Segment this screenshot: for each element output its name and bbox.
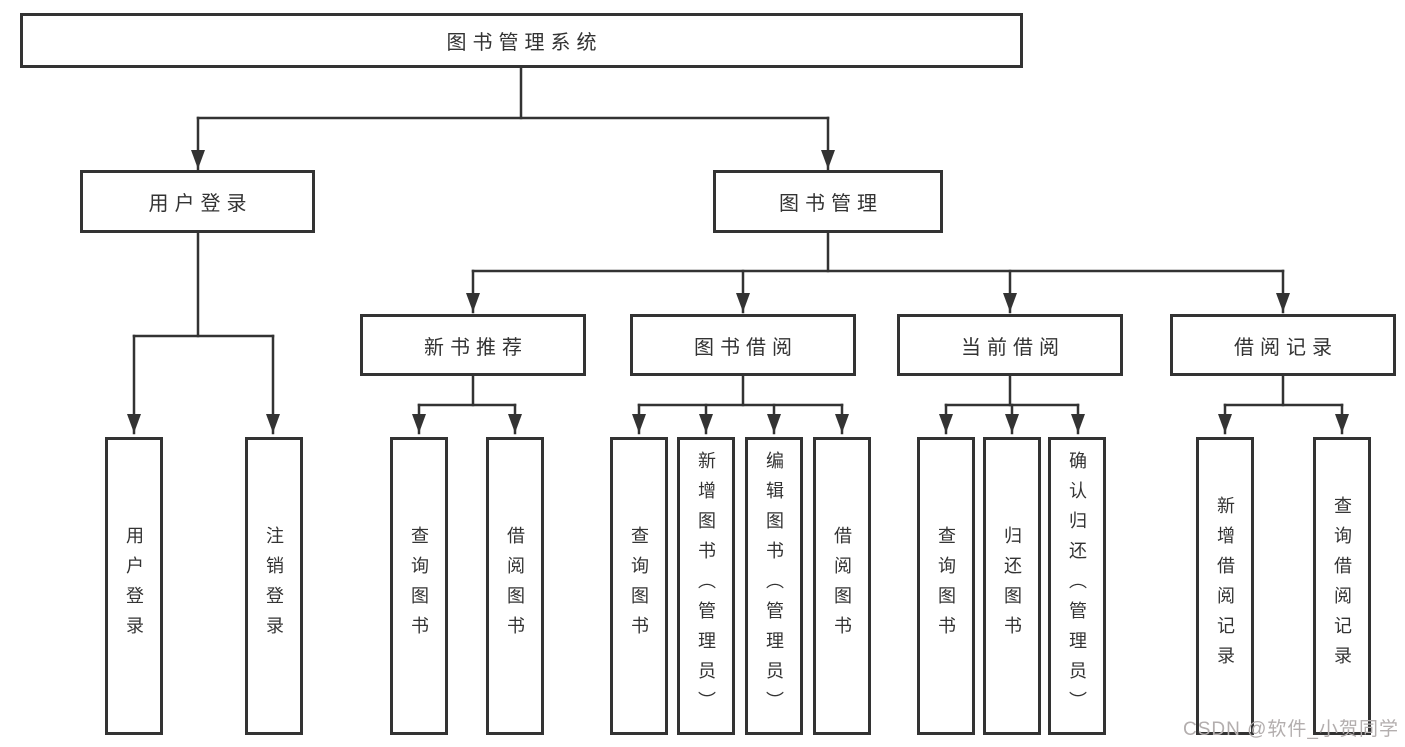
- node-user-login: 用户登录: [80, 170, 315, 233]
- node-root-label: 图书管理系统: [446, 32, 603, 54]
- node-root: 图书管理系统: [20, 13, 1023, 68]
- node-book-borrow: 图书借阅: [630, 314, 856, 376]
- leaf-current-query-book: 查询图书: [917, 437, 975, 735]
- node-user-login-label: 用户登录: [148, 193, 253, 215]
- node-new-book-recommend: 新书推荐: [360, 314, 586, 376]
- leaf-newbooks-query-book: 查询图书: [390, 437, 448, 735]
- node-borrow-records-label: 借阅记录: [1234, 336, 1338, 359]
- leaf-records-add-record: 新增借阅记录: [1196, 437, 1254, 735]
- leaf-borrow-query-book-label: 查询图书: [629, 526, 649, 646]
- leaf-records-add-record-label: 新增借阅记录: [1215, 496, 1235, 676]
- node-current-borrow-label: 当前借阅: [961, 336, 1065, 359]
- node-book-management: 图书管理: [713, 170, 943, 233]
- leaf-current-confirm-return-admin-label: 确认归还（管理员）: [1067, 451, 1087, 721]
- leaf-current-query-book-label: 查询图书: [936, 526, 956, 646]
- node-new-book-recommend-label: 新书推荐: [424, 336, 528, 359]
- leaf-newbooks-borrow-book-label: 借阅图书: [505, 526, 525, 646]
- leaf-current-return-book-label: 归还图书: [1002, 526, 1022, 646]
- leaf-user-login-label: 用户登录: [124, 526, 144, 646]
- leaf-newbooks-query-book-label: 查询图书: [409, 526, 429, 646]
- leaf-borrow-borrow-book: 借阅图书: [813, 437, 871, 735]
- leaf-borrow-add-book-admin-label: 新增图书（管理员）: [696, 451, 716, 721]
- leaf-borrow-add-book-admin: 新增图书（管理员）: [677, 437, 735, 735]
- node-borrow-records: 借阅记录: [1170, 314, 1396, 376]
- leaf-borrow-edit-book-admin-label: 编辑图书（管理员）: [764, 451, 784, 721]
- leaf-logout-label: 注销登录: [264, 526, 284, 646]
- leaf-records-query-record: 查询借阅记录: [1313, 437, 1371, 735]
- leaf-records-query-record-label: 查询借阅记录: [1332, 496, 1352, 676]
- node-current-borrow: 当前借阅: [897, 314, 1123, 376]
- leaf-user-login: 用户登录: [105, 437, 163, 735]
- leaf-borrow-query-book: 查询图书: [610, 437, 668, 735]
- leaf-borrow-borrow-book-label: 借阅图书: [832, 526, 852, 646]
- node-book-management-label: 图书管理: [779, 193, 883, 215]
- leaf-logout: 注销登录: [245, 437, 303, 735]
- leaf-newbooks-borrow-book: 借阅图书: [486, 437, 544, 735]
- node-book-borrow-label: 图书借阅: [694, 336, 798, 359]
- csdn-watermark: CSDN @软件_小贺同学: [1183, 719, 1399, 740]
- leaf-borrow-edit-book-admin: 编辑图书（管理员）: [745, 437, 803, 735]
- leaf-current-return-book: 归还图书: [983, 437, 1041, 735]
- leaf-current-confirm-return-admin: 确认归还（管理员）: [1048, 437, 1106, 735]
